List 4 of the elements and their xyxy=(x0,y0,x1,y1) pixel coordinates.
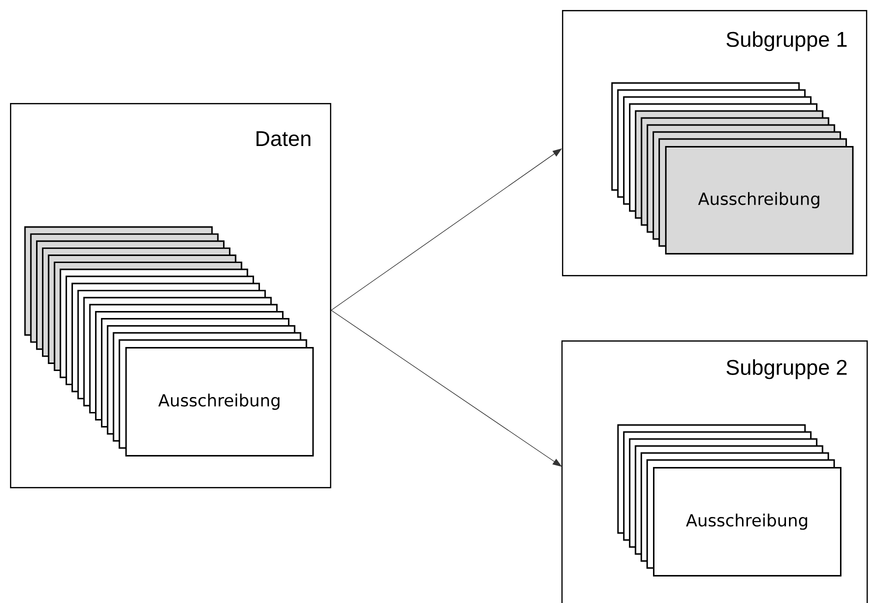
arrow xyxy=(330,310,562,467)
document-card: Ausschreibung xyxy=(653,467,842,576)
document-card: Ausschreibung xyxy=(665,146,854,254)
document-card: Ausschreibung xyxy=(125,347,314,456)
